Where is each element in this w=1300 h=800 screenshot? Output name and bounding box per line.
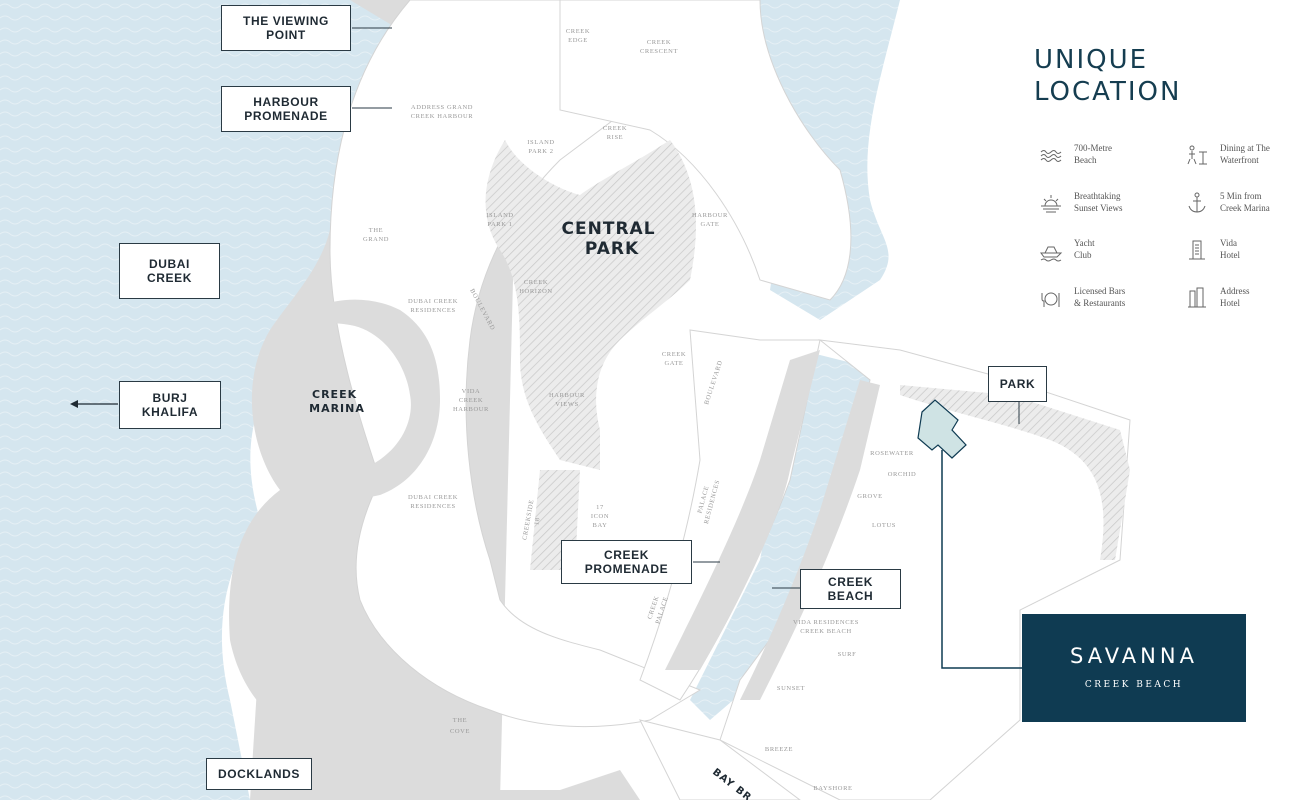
building-icon xyxy=(1189,240,1205,260)
rosewater-label: ROSEWATER xyxy=(870,450,914,457)
waves-icon xyxy=(1040,150,1062,162)
callout-docklands: DOCKLANDS xyxy=(206,758,312,790)
yacht-icon xyxy=(1040,246,1063,262)
brand-name: SAVANNA xyxy=(1070,644,1198,668)
leader-lines xyxy=(352,27,1022,669)
brand-subtitle: CREEK BEACH xyxy=(1084,680,1184,690)
callout-viewing-point: THE VIEWING POINT xyxy=(221,5,351,51)
savanna-plot xyxy=(917,399,967,459)
towers-icon xyxy=(1188,287,1206,308)
grove-label: GROVE xyxy=(857,493,882,500)
central-park-label: CENTRAL PARK xyxy=(562,219,663,259)
callout-park: PARK xyxy=(988,366,1047,402)
legend-item-bars: Licensed Bars & Restaurants xyxy=(1038,283,1163,317)
breeze-label: BREEZE xyxy=(765,746,793,753)
orchid-label: ORCHID xyxy=(888,471,917,478)
savanna-brand-block: SAVANNA CREEK BEACH xyxy=(1022,614,1246,722)
callout-dubai-creek: DUBAI CREEK xyxy=(119,243,220,299)
legend-item-dining: Dining at The Waterfront xyxy=(1184,140,1300,174)
land-area xyxy=(229,0,1131,800)
legend-text: Vida Hotel xyxy=(1220,238,1240,260)
callout-creek-beach: CREEK BEACH xyxy=(800,569,901,609)
legend-text: 5 Min from Creek Marina xyxy=(1220,191,1270,213)
legend-text: Dining at The Waterfront xyxy=(1220,143,1270,165)
legend-item-marina: 5 Min from Creek Marina xyxy=(1184,188,1300,222)
legend-item-sunset: Breathtaking Sunset Views xyxy=(1038,188,1163,222)
callout-harbour-promenade: HARBOUR PROMENADE xyxy=(221,86,351,132)
creek-marina-label: CREEK MARINA xyxy=(309,388,365,415)
callout-burj-khalifa: BURJ KHALIFA xyxy=(119,381,221,429)
surf-label: SURF xyxy=(838,651,857,658)
legend-text: Breathtaking Sunset Views xyxy=(1074,191,1123,213)
legend-text: Licensed Bars & Restaurants xyxy=(1074,286,1126,308)
dining-icon xyxy=(1187,145,1207,165)
legend-item-yacht: Yacht Club xyxy=(1038,235,1163,269)
legend-text: Yacht Club xyxy=(1074,238,1095,260)
unique-location-heading: UNIQUE LOCATION xyxy=(1034,45,1182,107)
legend-text: 700-Metre Beach xyxy=(1074,143,1112,165)
legend-text: Address Hotel xyxy=(1220,286,1250,308)
callout-creek-promenade: CREEK PROMENADE xyxy=(561,540,692,584)
lotus-label: LOTUS xyxy=(872,522,896,529)
sunset-icon xyxy=(1041,195,1061,213)
legend-item-vida: Vida Hotel xyxy=(1184,235,1300,269)
sunset-label: SUNSET xyxy=(777,685,805,692)
bayshore-label: BAYSHORE xyxy=(813,785,852,792)
glass-icon xyxy=(1041,292,1060,307)
legend-item-address: Address Hotel xyxy=(1184,283,1300,317)
arrow-left-icon xyxy=(70,400,118,408)
anchor-icon xyxy=(1188,192,1206,213)
legend-item-beach: 700-Metre Beach xyxy=(1038,140,1163,174)
